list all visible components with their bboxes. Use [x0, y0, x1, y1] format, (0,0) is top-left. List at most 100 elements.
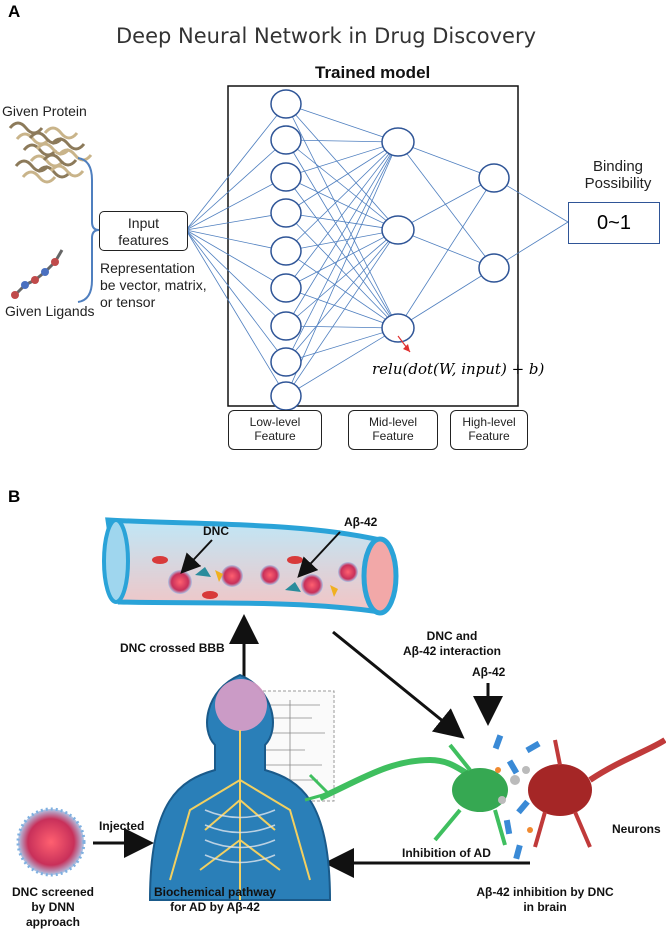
dnc-caption: DNC screened by DNN approach: [8, 885, 98, 930]
low-level-line-2: Feature: [254, 429, 296, 443]
representation-line-2: be vector, matrix,: [100, 277, 207, 293]
network-edge: [285, 229, 399, 289]
network-edge: [285, 103, 399, 231]
mid-level-node: [381, 313, 415, 343]
network-edge: [397, 177, 495, 231]
pathway-caption: Biochemical pathway for AD by Aβ-42: [150, 885, 280, 915]
network-edge: [397, 141, 495, 269]
network-edge: [397, 267, 495, 329]
output-box: 0~1: [568, 202, 660, 244]
figure-title: Deep Neural Network in Drug Discovery: [116, 24, 537, 48]
input-line-1: Input: [127, 215, 160, 231]
network-edge: [285, 327, 399, 363]
network-edge: [285, 141, 399, 363]
network-edge: [397, 229, 495, 269]
interaction-line-2: Aβ-42 interaction: [402, 644, 501, 658]
low-level-node: [270, 162, 302, 192]
low-level-feature-box: Low-level Feature: [228, 410, 322, 450]
output-title-line-2: Possibility: [584, 175, 652, 192]
network-edge: [285, 176, 399, 231]
network-edge: [185, 139, 287, 231]
network-edge: [285, 229, 399, 397]
network-edge: [285, 139, 399, 231]
network-edge: [285, 212, 399, 231]
dnc-caption-line-2: by DNN approach: [25, 900, 80, 929]
neurons-illustration: [304, 734, 666, 860]
network-edge: [185, 229, 287, 363]
network-edge: [285, 139, 399, 143]
network-edge: [285, 229, 399, 252]
pathway-caption-line-1: Biochemical pathway: [153, 885, 277, 899]
network-edge: [185, 103, 287, 231]
interaction-label: DNC and Aβ-42 interaction: [392, 629, 512, 659]
output-title: Binding Possibility: [578, 158, 658, 192]
network-edge: [185, 229, 287, 327]
network-edge: [285, 141, 399, 214]
network-edge: [285, 103, 399, 329]
network-edge: [285, 141, 399, 327]
ligand-structure-image: [11, 249, 64, 299]
inhibition-label: Inhibition of AD: [402, 846, 491, 860]
mid-level-node: [381, 215, 415, 245]
given-ligands-label: Given Ligands: [5, 303, 95, 319]
network-edge: [397, 177, 495, 329]
human-figure-illustration: [148, 673, 332, 901]
panel-a-label: A: [8, 2, 21, 21]
panel-b-label: B: [8, 487, 21, 506]
dnc-label: DNC: [203, 524, 229, 538]
mid-level-line-2: Feature: [372, 429, 414, 443]
high-level-node: [478, 163, 510, 193]
network-edge: [185, 229, 287, 289]
network-edge: [285, 229, 399, 327]
red-arrowhead: [403, 344, 410, 352]
network-edge: [285, 141, 399, 178]
abeta-label: Aβ-42: [344, 515, 378, 529]
mid-level-line-1: Mid-level: [368, 415, 417, 429]
dnc-particle: [260, 565, 280, 585]
network-edge: [285, 229, 399, 363]
network-edge: [285, 325, 399, 329]
interaction-line-1: DNC and: [426, 629, 478, 643]
network-edge: [185, 176, 287, 231]
mid-level-feature-box: Mid-level Feature: [348, 410, 438, 450]
dnc-particle: [301, 574, 323, 596]
blood-vessel-illustration: [102, 517, 399, 616]
output-title-line-1: Binding: [592, 158, 644, 175]
network-edge: [285, 141, 399, 289]
input-line-2: features: [118, 232, 169, 248]
network-edge: [397, 141, 495, 179]
relu-formula: relu(dot(W, input) + b): [372, 360, 545, 378]
high-level-line-1: High-level: [462, 415, 516, 429]
low-level-node: [270, 236, 302, 266]
abeta-top-label: Aβ-42: [472, 665, 506, 679]
representation-line-1: Representation: [100, 260, 195, 276]
output-value: 0~1: [597, 211, 631, 234]
network-edge: [185, 229, 287, 252]
network-edge: [285, 327, 399, 397]
dnc-caption-line-1: DNC screened: [11, 885, 95, 899]
low-level-line-1: Low-level: [249, 415, 301, 429]
pathway-caption-line-2: for AD by Aβ-42: [170, 900, 260, 914]
inhibition-caption-line-1: Aβ-42 inhibition by DNC: [476, 885, 614, 899]
network-edge: [185, 212, 287, 231]
low-level-node: [270, 89, 302, 119]
low-level-node: [270, 347, 302, 377]
model-title: Trained model: [315, 63, 431, 82]
network-edge: [185, 229, 287, 397]
high-level-line-2: Feature: [468, 429, 510, 443]
network-edge: [285, 103, 399, 143]
dnc-particle: [168, 570, 192, 594]
low-level-node: [270, 273, 302, 303]
low-level-node: [270, 198, 302, 228]
low-level-node: [270, 311, 302, 341]
high-level-node: [478, 253, 510, 283]
dnc-nanoparticle-illustration: [16, 807, 86, 877]
trained-model-frame: [227, 85, 519, 407]
low-level-node: [270, 125, 302, 155]
dnc-particle: [221, 565, 243, 587]
high-level-feature-box: High-level Feature: [450, 410, 528, 450]
given-protein-label: Given Protein: [2, 103, 87, 119]
inhibition-caption-line-2: in brain: [523, 900, 567, 914]
inhibition-caption: Aβ-42 inhibition by DNC in brain: [465, 885, 625, 915]
